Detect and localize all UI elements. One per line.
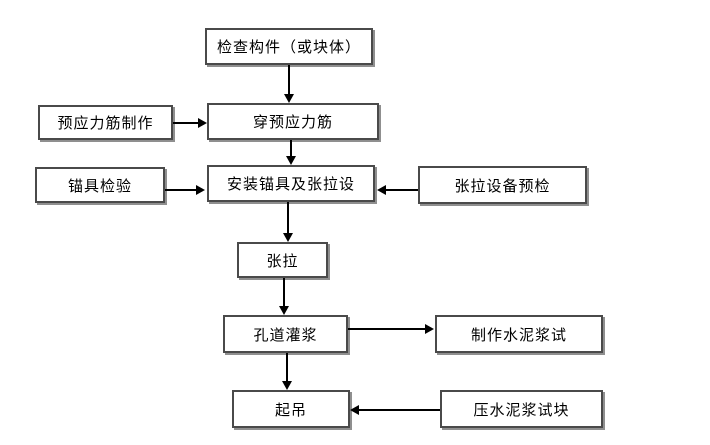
arrow-grouting-to-test-line: [348, 328, 426, 330]
arrow-right-icon: [198, 118, 207, 128]
node-tendon-production: 预应力筋制作: [38, 105, 173, 140]
arrow-anchorage-to-install-line: [165, 189, 197, 191]
node-lifting: 起吊: [232, 390, 350, 428]
arrow-tension-to-grouting-line: [283, 278, 285, 307]
arrow-down-icon: [282, 381, 292, 390]
node-press-cement-slurry-test-block: 压水泥浆试块: [440, 390, 603, 428]
node-make-cement-slurry-test: 制作水泥浆试: [435, 315, 603, 353]
node-install-anchorage-tension-equip: 安装锚具及张拉设: [207, 165, 375, 202]
arrow-right-icon: [196, 185, 205, 195]
arrow-install-to-tension-line: [287, 202, 289, 234]
node-thread-tendon: 穿预应力筋: [207, 103, 379, 140]
arrow-down-icon: [286, 156, 296, 165]
node-anchorage-inspection: 锚具检验: [35, 167, 165, 203]
arrow-right-icon: [425, 324, 434, 334]
node-duct-grouting: 孔道灌浆: [223, 315, 348, 353]
arrow-down-icon: [279, 306, 289, 315]
node-tension-equipment-precheck: 张拉设备预检: [418, 166, 587, 204]
arrow-left-icon: [377, 185, 386, 195]
arrow-check-to-thread-line: [288, 65, 290, 95]
arrow-block-to-lifting-line: [359, 409, 440, 411]
node-tensioning: 张拉: [237, 242, 328, 278]
node-check-component: 检查构件（或块体）: [205, 28, 373, 65]
arrow-production-to-thread-line: [173, 122, 199, 124]
arrow-precheck-to-install-line: [386, 189, 418, 191]
arrow-left-icon: [350, 405, 359, 415]
arrow-down-icon: [284, 94, 294, 103]
arrow-down-icon: [283, 233, 293, 242]
arrow-thread-to-install-line: [290, 140, 292, 157]
arrow-grouting-to-lifting-line: [286, 353, 288, 382]
